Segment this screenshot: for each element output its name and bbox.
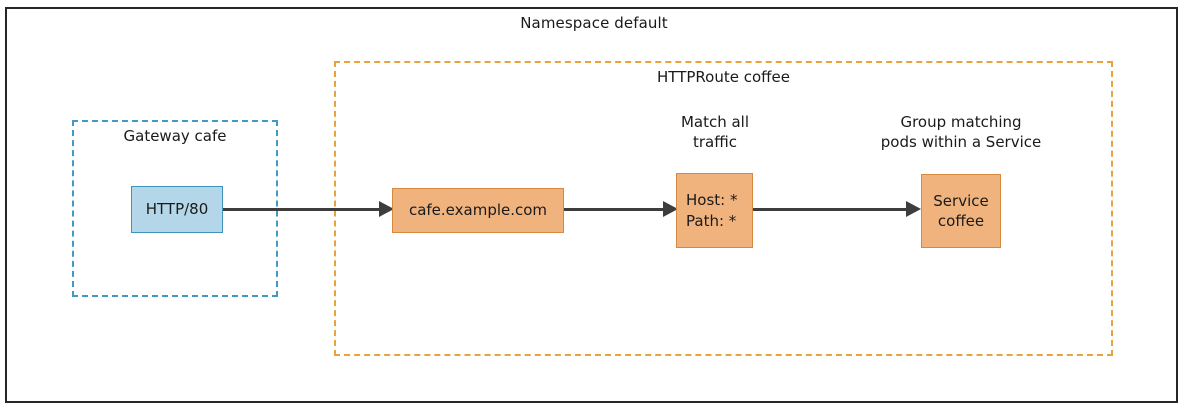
gateway-listener-node[interactable]: HTTP/80 (131, 186, 223, 233)
backend-caption-line2: pods within a Service (880, 133, 1042, 152)
backend-service-node[interactable]: Service coffee (921, 174, 1001, 248)
connector-listener-to-hostname (223, 208, 381, 211)
connector-match-to-backend (753, 208, 908, 211)
hostname-label: cafe.example.com (408, 201, 548, 220)
match-rule-host: Host: * (686, 191, 738, 210)
hostname-node[interactable]: cafe.example.com (392, 188, 564, 233)
backend-service-kind: Service (933, 191, 989, 210)
arrowhead-icon-1 (379, 201, 394, 217)
httproute-title: HTTPRoute coffee (657, 68, 790, 86)
gateway-title: Gateway cafe (123, 127, 227, 145)
connector-hostname-to-match (564, 208, 665, 211)
backend-service-name: coffee (937, 212, 985, 230)
backend-caption-line1: Group matching (900, 113, 1022, 131)
match-caption-line2: traffic (693, 133, 737, 152)
match-caption: Match all traffic (645, 112, 785, 153)
arrowhead-icon-3 (906, 201, 921, 217)
arrowhead-icon-2 (663, 201, 678, 217)
namespace-title: Namespace default (520, 14, 668, 32)
match-caption-line1: Match all (680, 113, 750, 131)
gateway-listener-label: HTTP/80 (145, 200, 209, 219)
match-rule-node[interactable]: Host: * Path: * (676, 173, 753, 248)
backend-caption: Group matching pods within a Service (861, 112, 1061, 153)
match-rule-path: Path: * (686, 211, 737, 230)
